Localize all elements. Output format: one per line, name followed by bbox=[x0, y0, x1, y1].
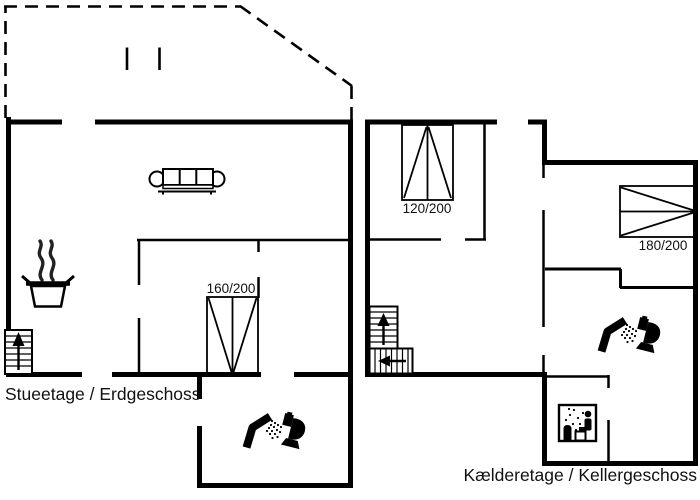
ground-floor-bathroom-icons bbox=[247, 411, 309, 449]
ground-floor-exterior-walls bbox=[6, 117, 353, 488]
sauna-steam-dots bbox=[564, 407, 585, 432]
basement-floor-label: Kælderetage / Kellergeschoss bbox=[464, 465, 698, 485]
ground-floor-plan: 160/200 Stueetage / Erdgeschoss bbox=[4, 4, 353, 488]
bed-180x200-icon: 180/200 bbox=[619, 185, 697, 253]
sauna-icon bbox=[557, 403, 598, 443]
sauna-person bbox=[574, 410, 592, 442]
ground-floor-label: Stueetage / Erdgeschoss bbox=[5, 384, 201, 404]
basement-exterior-walls bbox=[365, 119, 698, 466]
bed-size-label: 160/200 bbox=[207, 281, 256, 296]
sauna-heater bbox=[563, 425, 572, 440]
bed-size-label: 120/200 bbox=[403, 201, 452, 216]
stairs-direction-arrow bbox=[12, 332, 25, 346]
bed-160x200-icon: 160/200 bbox=[206, 281, 259, 375]
staircase-turn-icon bbox=[368, 305, 414, 375]
stairs-left-arrow bbox=[378, 355, 390, 367]
terrace-dashed-outline bbox=[4, 4, 353, 121]
basement-floor-plan: 120/200 180/200 bbox=[365, 119, 698, 485]
bed-120x200-icon: 120/200 bbox=[401, 124, 454, 216]
basement-interior-walls bbox=[366, 122, 694, 464]
stairs-up-arrow bbox=[377, 313, 390, 326]
steam-squiggle bbox=[48, 239, 56, 282]
cooking-pot-icon bbox=[21, 239, 75, 308]
basement-bathroom-icons bbox=[602, 315, 664, 353]
steam-squiggle bbox=[37, 239, 45, 282]
sofa-icon bbox=[148, 168, 226, 195]
staircase-up-icon bbox=[4, 329, 33, 375]
bed-size-label: 180/200 bbox=[639, 238, 688, 253]
ground-floor-interior-walls bbox=[137, 238, 351, 374]
